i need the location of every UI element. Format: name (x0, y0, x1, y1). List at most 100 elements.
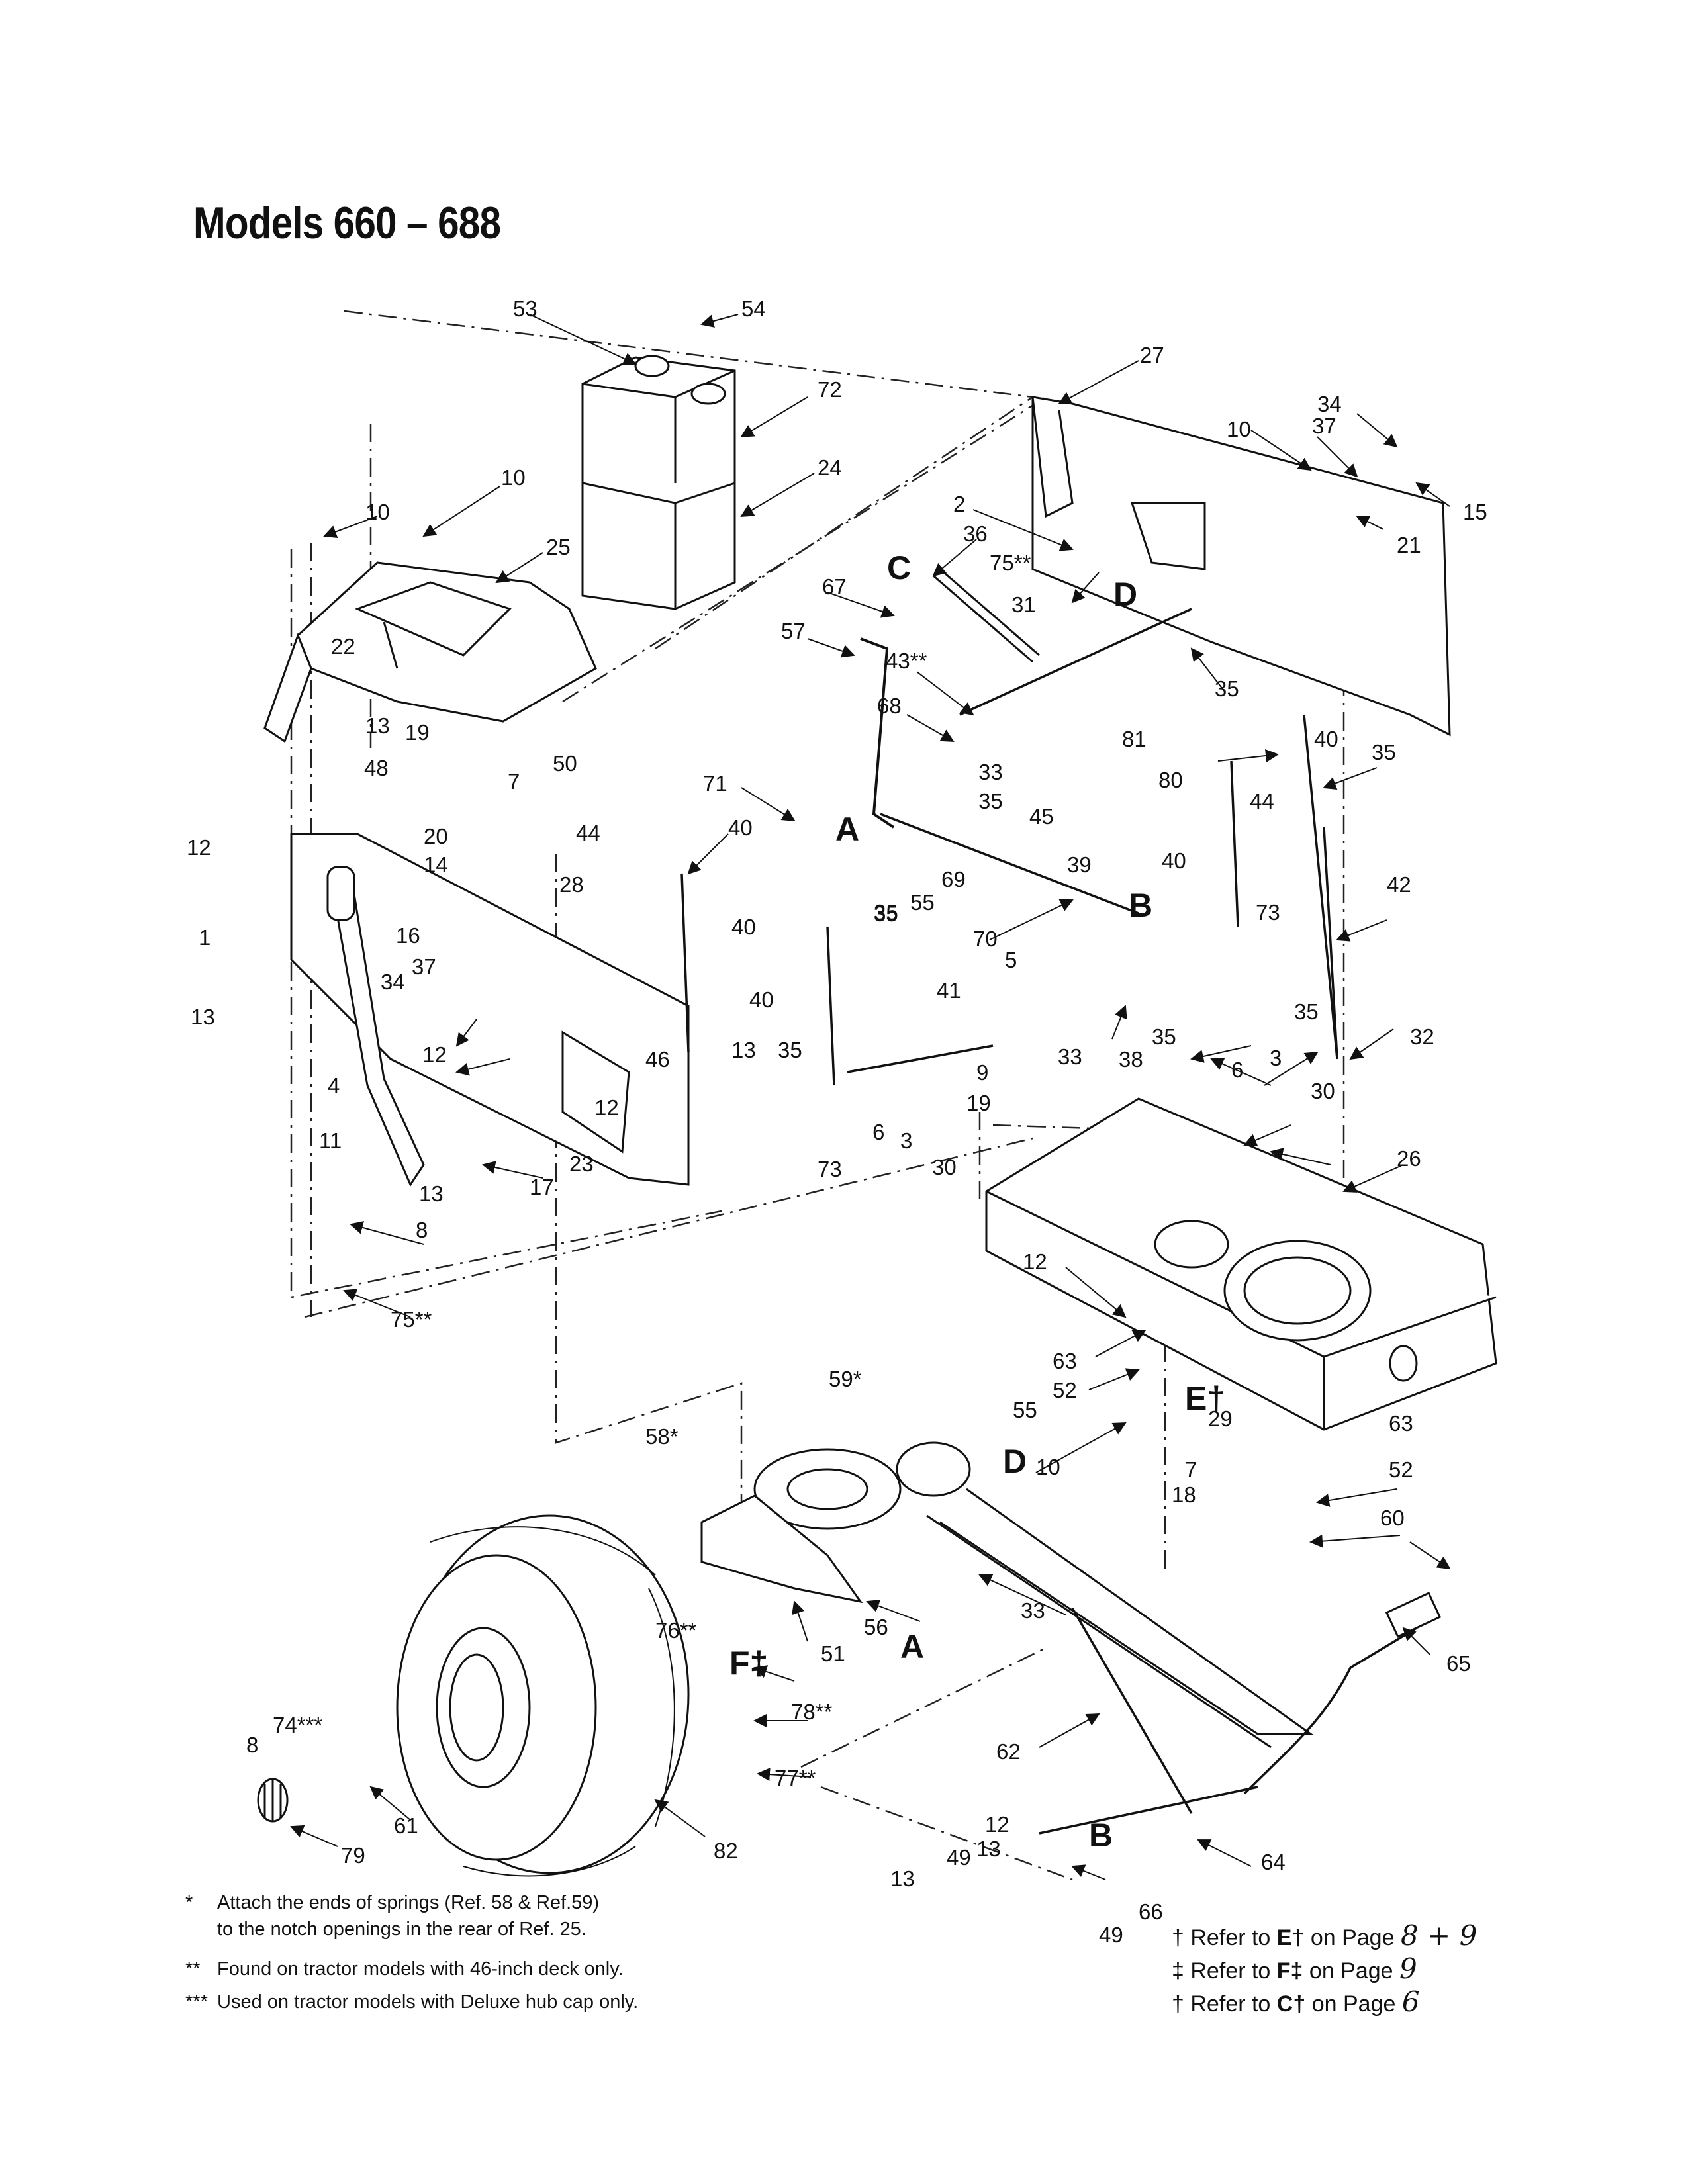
steering-gear-plate (290, 833, 690, 1186)
part-label: 69 (941, 867, 966, 891)
part-label: 34 (381, 970, 405, 994)
part-label: 35 (1294, 999, 1319, 1024)
part-label: 13 (365, 713, 390, 738)
part-label: 49 (1099, 1923, 1123, 1947)
part-label: 71 (703, 771, 727, 796)
part-label: 7 (1185, 1457, 1197, 1482)
shift-lever (326, 866, 425, 1187)
part-label: 62 (996, 1739, 1021, 1764)
callout-letter-f: F‡ (729, 1645, 768, 1682)
part-label: 79 (341, 1843, 365, 1868)
part-label: 13 (731, 1038, 756, 1062)
part-label: 6 (1231, 1058, 1243, 1082)
leader-lines (290, 314, 1451, 1880)
part-label: 18 (1172, 1482, 1196, 1507)
page-reference-e: † Refer to E† on Page 8 + 9 (1172, 1919, 1477, 1952)
part-label: 8 (416, 1218, 428, 1242)
part-label: 6 (872, 1120, 884, 1144)
part-label: 27 (1140, 343, 1164, 367)
part-label: 68 (877, 694, 902, 718)
part-label: 13 (976, 1837, 1001, 1861)
page-title: Models 660 – 688 (193, 198, 501, 248)
part-label: 75** (391, 1307, 432, 1332)
page-reference-f: ‡ Refer to F‡ on Page 9 (1172, 1952, 1417, 1985)
reference-page-number: 6 (1401, 1985, 1420, 2018)
reference-text: Refer to (1190, 1991, 1271, 2017)
part-label: 23 (569, 1152, 594, 1176)
part-label: 35 (1215, 676, 1239, 701)
reference-symbol: † (1172, 1991, 1184, 2017)
footnote-3: ***Used on tractor models with Deluxe hu… (185, 1989, 638, 2015)
battery-tray (263, 561, 597, 743)
battery (581, 355, 736, 610)
part-label: 35 (1152, 1024, 1176, 1049)
part-label: 51 (821, 1641, 845, 1666)
page-reference-c: † Refer to C† on Page 6 (1172, 1985, 1420, 2018)
main-frame (985, 1097, 1497, 1431)
part-labels: 53 54 72 24 27 34 10 37 15 21 10 10 25 2… (187, 296, 1487, 1947)
part-label: 17 (530, 1175, 554, 1199)
part-label: 48 (364, 756, 389, 780)
part-label: 24 (818, 455, 842, 480)
reference-letter: F‡ (1276, 1958, 1303, 1983)
part-label: 43** (886, 649, 927, 673)
part-label: 15 (1463, 500, 1487, 524)
footnote-text-line2: to the notch openings in the rear of Ref… (217, 1919, 586, 1940)
part-label: 41 (937, 978, 961, 1003)
part-label: 35 (1372, 740, 1396, 764)
part-label: 49 (947, 1845, 971, 1870)
part-label: 66 (1139, 1899, 1163, 1924)
part-label: 12 (594, 1095, 619, 1120)
pedal-lever (860, 637, 895, 829)
part-label: 40 (1162, 848, 1186, 873)
part-label: 58* (645, 1424, 679, 1449)
callout-letter-b-bottom: B (1089, 1817, 1113, 1854)
part-label: 80 (1158, 768, 1183, 792)
part-label: 11 (319, 1128, 342, 1153)
part-label: 3 (900, 1128, 912, 1153)
part-label: 82 (714, 1839, 738, 1863)
part-label: 52 (1053, 1378, 1077, 1402)
part-label: 10 (501, 465, 526, 490)
footnote-text: Found on tractor models with 46-inch dec… (217, 1958, 624, 1979)
part-label: 33 (978, 760, 1003, 784)
part-label: 78** (791, 1700, 833, 1724)
part-label: 34 (1317, 392, 1342, 416)
part-label: 53 (513, 296, 538, 321)
part-label: 38 (1119, 1047, 1143, 1071)
reference-letter: E† (1276, 1925, 1305, 1950)
part-label: 52 (1389, 1457, 1413, 1482)
part-label: 35 (778, 1038, 802, 1062)
part-label: 12 (422, 1042, 447, 1067)
part-label: 45 (1029, 804, 1054, 829)
callout-letter-b-top: B (1129, 887, 1152, 924)
assembly-dash-lines (290, 310, 1351, 1881)
reference-page-number: 8 + 9 (1400, 1919, 1477, 1952)
part-label: 7 (508, 769, 520, 794)
part-label: 36 (963, 522, 988, 546)
part-label: 40 (749, 987, 774, 1012)
part-label: 35 (874, 901, 898, 926)
part-label: 77** (774, 1766, 816, 1790)
part-label: 25 (546, 535, 571, 559)
part-label: 3 (1270, 1046, 1282, 1070)
extension-spring (933, 568, 1040, 663)
callout-letters: C D A B E† A F‡ B (729, 549, 1225, 1854)
part-label: 30 (932, 1155, 957, 1179)
reference-text: Refer to (1190, 1925, 1271, 1950)
reference-page-label: on Page (1309, 1958, 1393, 1983)
footnote-text: Attach the ends of springs (Ref. 58 & Re… (217, 1892, 600, 1913)
reference-page-label: on Page (1310, 1925, 1395, 1950)
callout-letter-a-bottom: A (900, 1628, 924, 1665)
part-label: 63 (1389, 1411, 1413, 1435)
hub-cap (257, 1778, 289, 1823)
part-label: 13 (191, 1005, 215, 1029)
part-label: 35 (874, 900, 898, 925)
part-label: 72 (818, 377, 842, 402)
footnote-text: Used on tractor models with Deluxe hub c… (217, 1991, 639, 2013)
part-label: 19 (405, 720, 430, 745)
reference-symbol: ‡ (1172, 1958, 1184, 1983)
part-label: 60 (1380, 1506, 1405, 1530)
reference-page-label: on Page (1311, 1991, 1396, 2017)
